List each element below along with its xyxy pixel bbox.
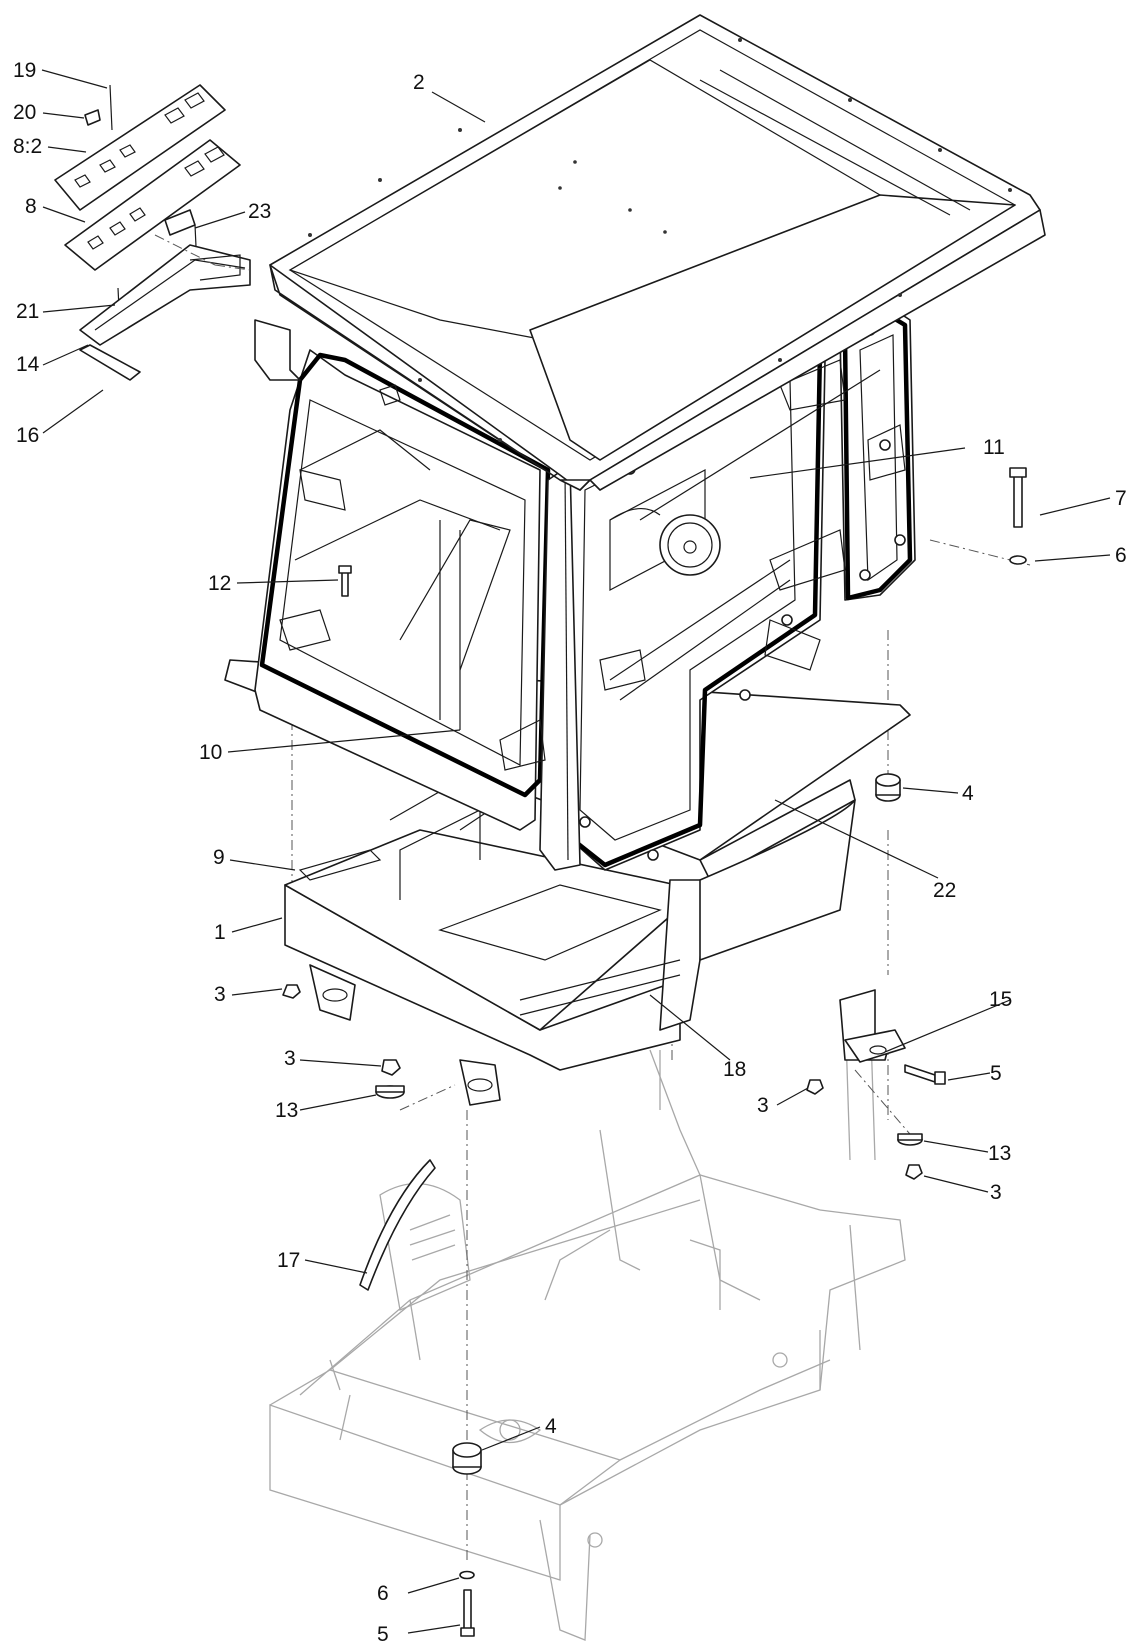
callout-5-right: 5 (990, 1062, 1002, 1085)
callout-20: 20 (13, 101, 36, 124)
callout-2: 2 (413, 71, 425, 94)
callout-15: 15 (989, 988, 1012, 1011)
callout-16: 16 (16, 424, 39, 447)
callout-12: 12 (208, 572, 231, 595)
tractor-frame-ghost (269, 1004, 906, 1641)
leader-lines (41, 69, 1111, 1634)
hardware (282, 467, 1027, 1637)
callout-3-center: 3 (757, 1094, 769, 1117)
callout-14: 14 (16, 353, 40, 376)
callout-13-right: 13 (988, 1142, 1011, 1165)
console-plates (54, 84, 251, 381)
callout-17: 17 (277, 1249, 300, 1272)
callout-7: 7 (1115, 487, 1127, 510)
callout-22: 22 (933, 879, 956, 902)
callout-5-lower: 5 (377, 1623, 389, 1642)
callout-19: 19 (13, 59, 36, 82)
callout-6-lower: 6 (377, 1582, 389, 1605)
callout-3-mid: 3 (284, 1047, 296, 1070)
callout-labels: 19 20 8:2 8 23 21 14 16 2 11 7 6 12 10 4… (13, 59, 1127, 1642)
callout-4-lower: 4 (545, 1415, 557, 1438)
callout-8: 8 (25, 195, 37, 218)
callout-3-left: 3 (214, 983, 226, 1006)
callout-4-upper: 4 (962, 782, 974, 805)
cab-roof (269, 14, 1046, 521)
callout-1: 1 (214, 921, 226, 944)
callout-3-right: 3 (990, 1181, 1002, 1204)
callout-11: 11 (983, 436, 1005, 459)
callout-9: 9 (213, 846, 225, 869)
callout-18: 18 (723, 1058, 746, 1081)
callout-21: 21 (16, 300, 39, 323)
callout-10: 10 (199, 741, 222, 764)
callout-8-2: 8:2 (13, 135, 42, 158)
callout-23: 23 (248, 200, 271, 223)
callout-6-upper: 6 (1115, 544, 1127, 567)
callout-13-left: 13 (275, 1099, 298, 1122)
